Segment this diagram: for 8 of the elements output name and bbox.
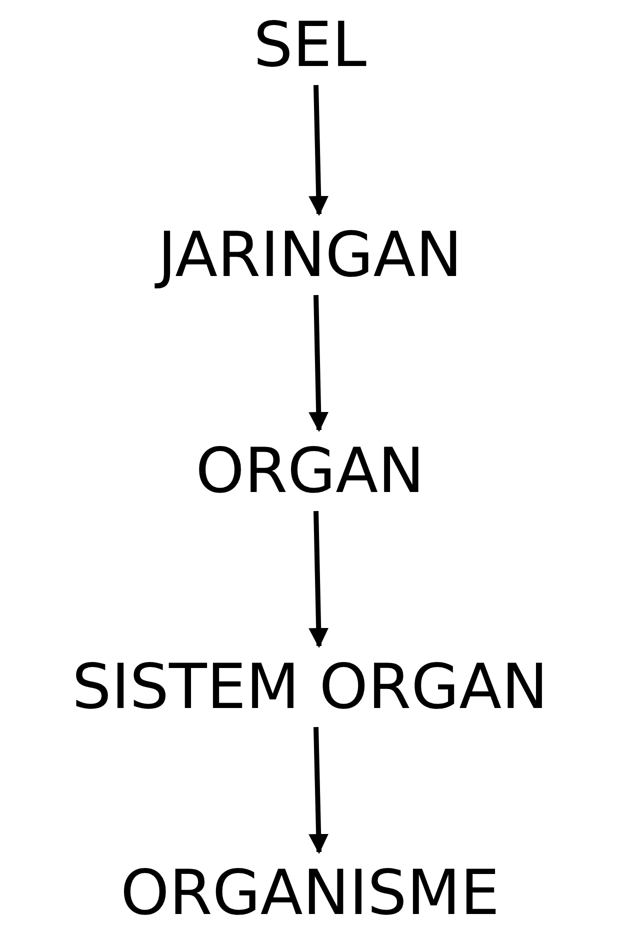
level-label: SISTEM ORGAN [72,654,548,720]
level-label: ORGAN [196,438,424,504]
arrow [308,295,329,432]
level-label: SEL [253,12,367,78]
arrow [308,511,329,648]
level-label: ORGANISME [120,860,500,926]
arrow [308,727,329,854]
arrow [308,85,329,216]
